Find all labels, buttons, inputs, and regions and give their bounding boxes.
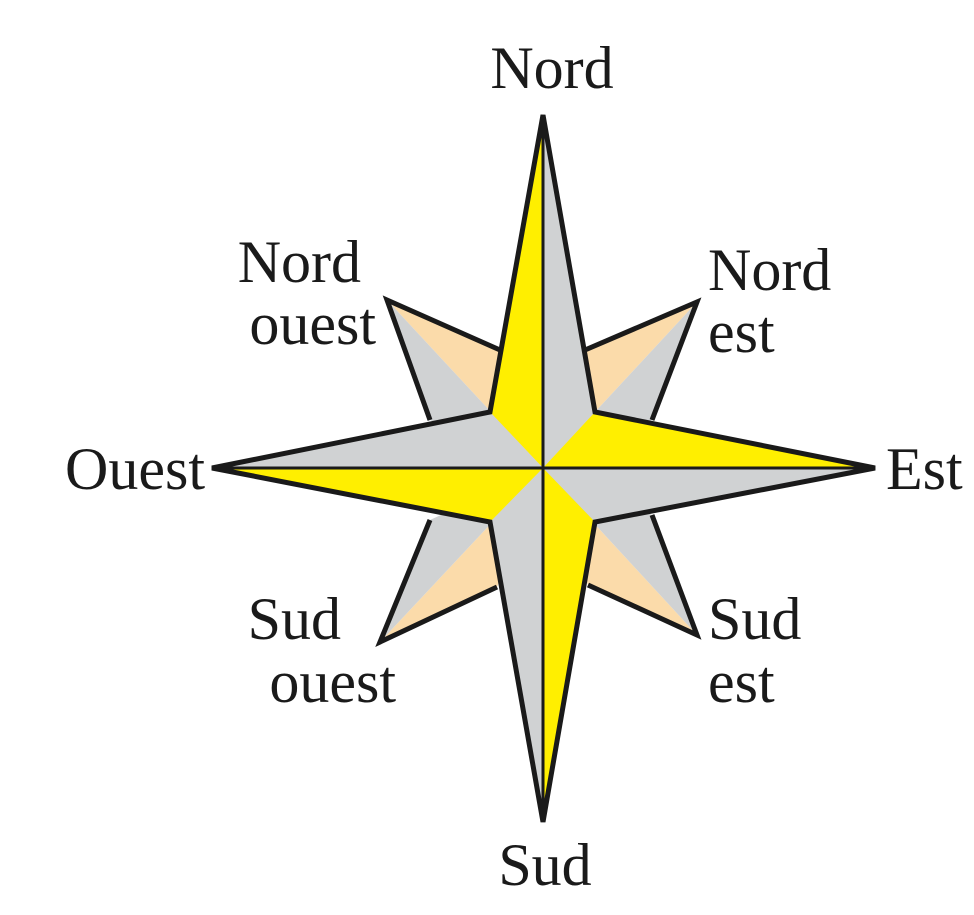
- label-sud: Sud: [498, 832, 591, 898]
- label-nord-ouest-line2: ouest: [249, 291, 376, 357]
- label-nord-est-line1: Nord: [708, 237, 831, 303]
- label-sud-ouest-line1: Sud: [248, 586, 341, 652]
- label-sud-est-line2: est: [708, 649, 775, 715]
- label-est: Est: [886, 436, 963, 502]
- label-nord: Nord: [490, 35, 613, 101]
- label-nord-ouest: Nord ouest: [238, 229, 377, 357]
- label-nord-est-line2: est: [708, 299, 775, 365]
- label-ouest: Ouest: [65, 436, 205, 502]
- label-nord-ouest-line1: Nord: [238, 229, 361, 295]
- label-sud-ouest-line2: ouest: [269, 649, 396, 715]
- label-sud-est: Sud est: [708, 586, 816, 715]
- label-nord-est: Nord est: [708, 237, 846, 365]
- label-sud-est-line1: Sud: [708, 586, 801, 652]
- cardinal-points: [212, 115, 875, 822]
- label-sud-ouest: Sud ouest: [248, 586, 397, 715]
